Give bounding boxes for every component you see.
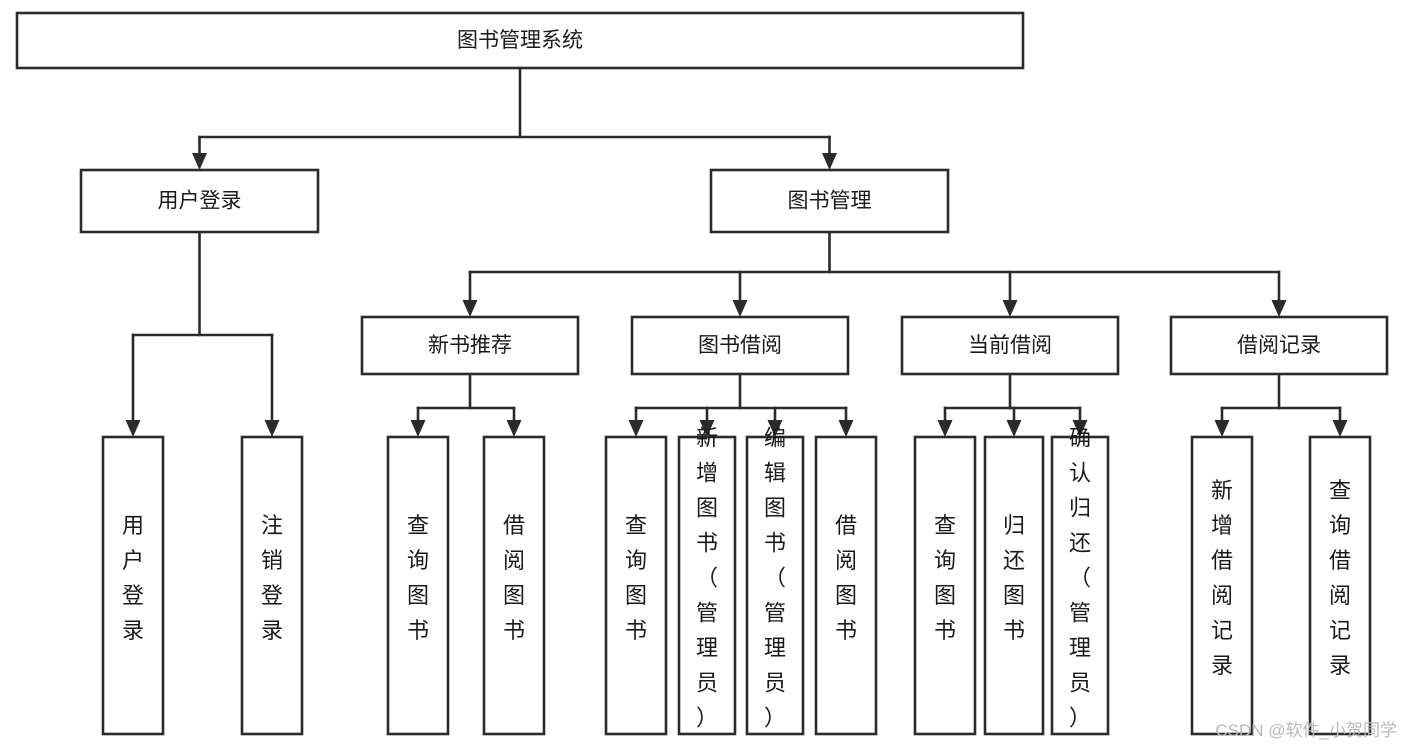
leaf-label: 归还图书 [1003, 513, 1025, 643]
leaf-leaf-borrow-book-2[interactable]: 借阅图书 [814, 435, 878, 736]
leaf-label: 查询图书 [407, 513, 429, 643]
leaf-leaf-user-logout[interactable]: 注销登录 [240, 435, 304, 736]
leaf-leaf-add-book-admin[interactable]: 新增图书（管理员） [677, 426, 737, 736]
leaf-leaf-query-book-3[interactable]: 查询图书 [913, 435, 977, 736]
node-label: 用户登录 [158, 190, 242, 213]
leaf-label: 用户登录 [122, 513, 144, 643]
node-label: 新书推荐 [428, 334, 512, 357]
leaf-label: 确认归还（管理员） [1069, 426, 1091, 731]
leaf-leaf-query-borrow-record[interactable]: 查询借阅记录 [1308, 435, 1372, 736]
leaf-label: 查询图书 [934, 513, 956, 643]
leaf-label: 查询借阅记录 [1329, 478, 1351, 678]
node-label: 当前借阅 [968, 334, 1052, 357]
leaf-leaf-return-book[interactable]: 归还图书 [983, 435, 1045, 736]
leaf-label: 新增图书（管理员） [696, 426, 718, 731]
node-label: 图书管理系统 [457, 29, 583, 52]
leaf-label: 查询图书 [625, 513, 647, 643]
leaf-leaf-confirm-return-admin[interactable]: 确认归还（管理员） [1050, 426, 1110, 736]
node-new-book-recommend[interactable]: 新书推荐 [360, 315, 580, 376]
leaf-leaf-edit-book-admin[interactable]: 编辑图书（管理员） [745, 426, 805, 736]
node-book-borrow[interactable]: 图书借阅 [630, 315, 850, 376]
leaf-label: 注销登录 [261, 513, 283, 643]
leaf-label: 借阅图书 [835, 513, 857, 643]
node-book-management[interactable]: 图书管理 [709, 168, 950, 234]
node-label: 借阅记录 [1237, 334, 1321, 357]
leaf-label: 新增借阅记录 [1211, 478, 1233, 678]
node-borrow-record[interactable]: 借阅记录 [1169, 315, 1389, 376]
node-layer: 图书管理系统用户登录图书管理新书推荐图书借阅当前借阅借阅记录用户登录注销登录查询… [15, 11, 1389, 736]
leaf-leaf-query-book-2[interactable]: 查询图书 [604, 435, 668, 736]
leaf-leaf-borrow-book-1[interactable]: 借阅图书 [482, 435, 546, 736]
leaf-label: 编辑图书（管理员） [764, 426, 786, 731]
node-root[interactable]: 图书管理系统 [15, 11, 1025, 70]
leaf-leaf-query-book-1[interactable]: 查询图书 [386, 435, 450, 736]
leaf-label: 借阅图书 [503, 513, 525, 643]
node-current-borrow[interactable]: 当前借阅 [900, 315, 1120, 376]
node-label: 图书借阅 [698, 334, 782, 357]
node-user-login[interactable]: 用户登录 [79, 168, 320, 234]
leaf-leaf-add-borrow-record[interactable]: 新增借阅记录 [1190, 435, 1254, 736]
node-label: 图书管理 [788, 190, 872, 213]
leaf-leaf-user-login[interactable]: 用户登录 [101, 435, 165, 736]
connector-layer [125, 66, 1348, 437]
